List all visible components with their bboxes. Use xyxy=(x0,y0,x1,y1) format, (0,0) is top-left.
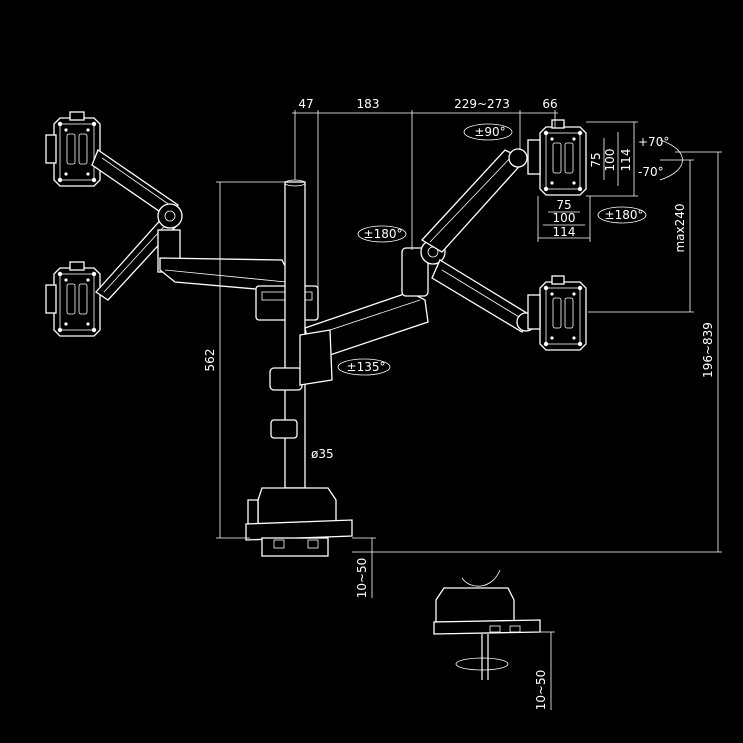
rotation-swivel-135: ±135° xyxy=(347,360,386,374)
right-lower-vesa-plate xyxy=(527,275,587,351)
vesa-v114: 114 xyxy=(619,149,633,172)
dim-pole-diameter: ø35 xyxy=(311,447,334,461)
rotation-swivel-90: ±90° xyxy=(474,125,505,139)
vesa-v100: 100 xyxy=(603,149,617,172)
grommet-clamp xyxy=(433,569,541,680)
dim-66: 66 xyxy=(542,97,557,111)
dim-183: 183 xyxy=(357,97,380,111)
rotation-arrow-icons xyxy=(337,123,647,376)
left-lower-vesa-plate xyxy=(45,261,101,337)
pole xyxy=(269,179,306,489)
dim-196-839: 196~839 xyxy=(701,322,715,378)
right-main-arm xyxy=(299,291,429,386)
left-upper-vesa-plate xyxy=(45,111,101,187)
vesa-h114: 114 xyxy=(553,225,576,239)
dim-562: 562 xyxy=(203,349,217,372)
dimension-lines xyxy=(216,110,722,710)
right-upper-arm xyxy=(420,148,528,253)
rotation-180-arm: ±180° xyxy=(364,227,403,241)
vesa-v75: 75 xyxy=(589,152,603,167)
rotation-tilt-down: -70° xyxy=(638,165,664,179)
rotation-tilt-up: +70° xyxy=(638,135,669,149)
dim-clamp-10-50-b: 10~50 xyxy=(534,670,548,711)
desk-clamp xyxy=(245,487,353,557)
right-upper-vesa-plate xyxy=(527,119,587,196)
right-lower-arm xyxy=(431,259,536,333)
rotation-180-head: ±180° xyxy=(605,208,644,222)
dim-max240: max240 xyxy=(673,203,687,252)
dim-47: 47 xyxy=(298,97,313,111)
right-elbow-joint xyxy=(401,239,446,297)
dim-229-273: 229~273 xyxy=(454,97,510,111)
dim-clamp-10-50-a: 10~50 xyxy=(355,558,369,599)
vesa-h75: 75 xyxy=(556,198,571,212)
vesa-h100: 100 xyxy=(553,211,576,225)
